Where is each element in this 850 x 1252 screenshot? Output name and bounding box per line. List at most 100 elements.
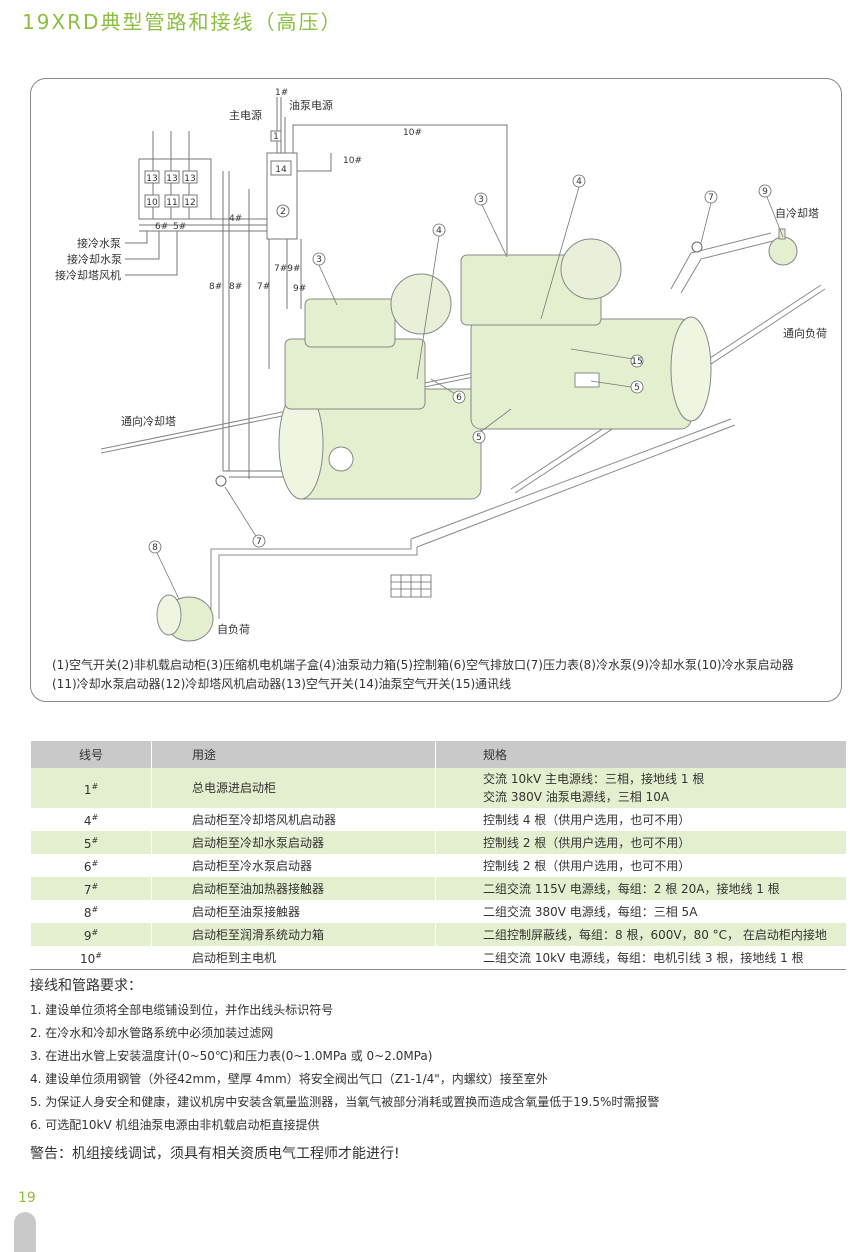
col-header-use: 用途 [151,741,436,768]
list-item: 5. 为保证人身安全和健康，建议机房中安装含氧量监测器，当氧气被部分消耗或置换而… [30,1095,660,1109]
row-number: 9 [83,929,92,943]
row-use: 启动柜至油加热器接触器 [151,877,436,900]
diagram-svg: 13 13 13 10 11 12 1 14 2 1# 主电源 油泵电源 10#… [55,88,827,642]
diagram-legend: (1)空气开关(2)非机载启动柜(3)压缩机电机端子盒(4)油泵动力箱(5)控制… [52,656,838,694]
wire-4-label: 4# [229,214,242,224]
table-row: 9# 启动柜至润滑系统动力箱 二组控制屏蔽线，每组：8 根，600V，80 °C… [30,923,846,946]
from-cooling-tower-label: 自冷却塔 [775,207,819,220]
wire-8a-label: 8# [209,282,222,292]
callout-7a: 7 [708,193,714,203]
row-use: 启动柜至冷水泵启动器 [151,854,436,877]
wire-6-label: 6# [155,222,168,232]
starter-10-label: 10 [146,198,158,208]
row-use: 启动柜至润滑系统动力箱 [151,923,436,946]
legend-line-2: (11)冷却水泵启动器(12)冷却塔风机启动器(13)空气开关(14)油泵空气开… [52,677,512,691]
list-item: 2. 在冷水和冷却水管路系统中必须加装过滤网 [30,1026,274,1040]
page-number: 19 [18,1190,36,1206]
requirements-title: 接线和管路要求： [30,978,142,994]
table-row: 7# 启动柜至油加热器接触器 二组交流 115V 电源线，每组：2 根 20A，… [30,877,846,900]
to-chilled-water-pump-label: 接冷水泵 [77,237,121,250]
list-item: 3. 在进出水管上安装温度计(0~50℃)和压力表(0~1.0MPa 或 0~2… [30,1049,433,1063]
row-spec: 二组控制屏蔽线，每组：8 根，600V，80 °C， 在启动柜内接地 [435,923,846,946]
piping-wiring-diagram: 13 13 13 10 11 12 1 14 2 1# 主电源 油泵电源 10#… [30,78,842,702]
row-spec: 交流 10kV 主电源线：三相，接地线 1 根 [483,772,705,786]
row-number: 4 [83,814,92,828]
list-item: 1. 建设单位须将全部电缆铺设到位，并作出线头标识符号 [30,1003,334,1017]
row-use: 启动柜至冷却水泵启动器 [151,831,436,854]
row-use: 启动柜到主电机 [151,946,436,970]
to-cooling-tower-label: 通向冷却塔 [121,414,176,428]
oil-pump-power-label: 油泵电源 [289,98,333,112]
wire-10b-label: 10# [343,156,362,166]
callout-5a: 5 [476,433,482,443]
callout-5b: 5 [634,383,640,393]
table-row: 4# 启动柜至冷却塔风机启动器 控制线 4 根（供用户选用，也可不用） [30,808,846,831]
callout-4a: 4 [576,177,582,187]
main-power-label: 主电源 [229,108,262,122]
to-tower-fan-label: 接冷却塔风机 [55,268,121,282]
starter-11-label: 11 [166,198,177,208]
row-spec: 控制线 4 根（供用户选用，也可不用） [435,808,846,831]
pressure-gauge-bottom [215,475,227,487]
row-number: 10 [80,952,96,966]
breaker-13a-label: 13 [146,174,157,184]
table-row: 1# 总电源进启动柜 交流 10kV 主电源线：三相，接地线 1 根交流 380… [30,768,846,808]
chiller-unit-rear [460,238,712,430]
table-row: 10# 启动柜到主电机 二组交流 10kV 电源线，每组：电机引线 3 根，接地… [30,946,846,970]
list-item: 4. 建设单位须用钢管（外径42mm，壁厚 4mm）将安全阀出气口（Z1-1/4… [30,1072,548,1086]
wire-5-label: 5# [173,222,186,232]
row-spec: 控制线 2 根（供用户选用，也可不用） [435,854,846,877]
row-number: 1 [83,782,92,797]
row-spec: 二组交流 380V 电源线，每组：三相 5A [435,900,846,923]
row-spec: 二组交流 115V 电源线，每组：2 根 20A，接地线 1 根 [435,877,846,900]
chilled-water-pump [156,594,214,642]
wire-10a-label: 10# [403,128,422,138]
callout-9: 9 [762,187,768,197]
callout-7b: 7 [256,537,262,547]
row-number: 7 [83,883,92,897]
breaker-13c-label: 13 [184,174,195,184]
callout-8: 8 [152,543,158,553]
starter-12-label: 12 [184,198,195,208]
table-row: 8# 启动柜至油泵接触器 二组交流 380V 电源线，每组：三相 5A [30,900,846,923]
page-title: 19XRD典型管路和接线（高压） [22,10,343,34]
row-spec: 二组交流 10kV 电源线，每组：电机引线 3 根，接地线 1 根 [435,946,846,970]
pressure-gauge-top [691,241,703,253]
page-tab [14,1212,36,1252]
oil-breaker-14-label: 14 [275,165,287,175]
list-item: 6. 可选配10kV 机组油泵电源由非机载启动柜直接提供 [30,1118,320,1132]
from-load-label: 自负荷 [217,622,250,636]
callout-3a: 3 [478,195,484,205]
requirements-list: 1. 建设单位须将全部电缆铺设到位，并作出线头标识符号 2. 在冷水和冷却水管路… [30,1002,659,1140]
to-load-label: 通向负荷 [783,326,827,340]
wire-7-label: 7# [257,282,270,292]
row-use: 总电源进启动柜 [151,768,436,808]
callout-15: 15 [631,357,642,367]
row-number: 6 [83,860,92,874]
callout-4b: 4 [436,226,442,236]
table-row: 5# 启动柜至冷却水泵启动器 控制线 2 根（供用户选用，也可不用） [30,831,846,854]
to-cooling-water-pump-label: 接冷却水泵 [67,253,122,266]
row-use: 启动柜至冷却塔风机启动器 [151,808,436,831]
row-use: 启动柜至油泵接触器 [151,900,436,923]
warning-text: 警告：机组接线调试，须具有相关资质电气工程师才能进行! [30,1146,400,1162]
col-header-spec: 规格 [435,741,846,768]
starter-cabinet-2-label: 2 [280,207,286,217]
row-spec-2: 交流 380V 油泵电源线，三相 10A [483,790,670,804]
table-row: 6# 启动柜至冷水泵启动器 控制线 2 根（供用户选用，也可不用） [30,854,846,877]
wire-9-label: 9# [293,284,306,294]
wire-1-label: 1# [275,88,288,98]
legend-line-1: (1)空气开关(2)非机载启动柜(3)压缩机电机端子盒(4)油泵动力箱(5)控制… [52,658,794,672]
row-number: 5 [83,837,92,851]
cooling-water-pump [768,228,798,266]
row-spec: 控制线 2 根（供用户选用，也可不用） [435,831,846,854]
wire-7-9-label: 7#9# [274,264,301,274]
row-number: 8 [83,906,92,920]
wire-8b-label: 8# [229,282,242,292]
breaker-13b-label: 13 [166,174,177,184]
col-header-number: 线号 [30,741,152,768]
callout-3b: 3 [316,255,322,265]
callout-6: 6 [456,393,462,403]
breaker-1-label: 1 [273,132,279,142]
wire-spec-table: 线号 用途 规格 1# 总电源进启动柜 交流 10kV 主电源线：三相，接地线 … [30,741,846,970]
